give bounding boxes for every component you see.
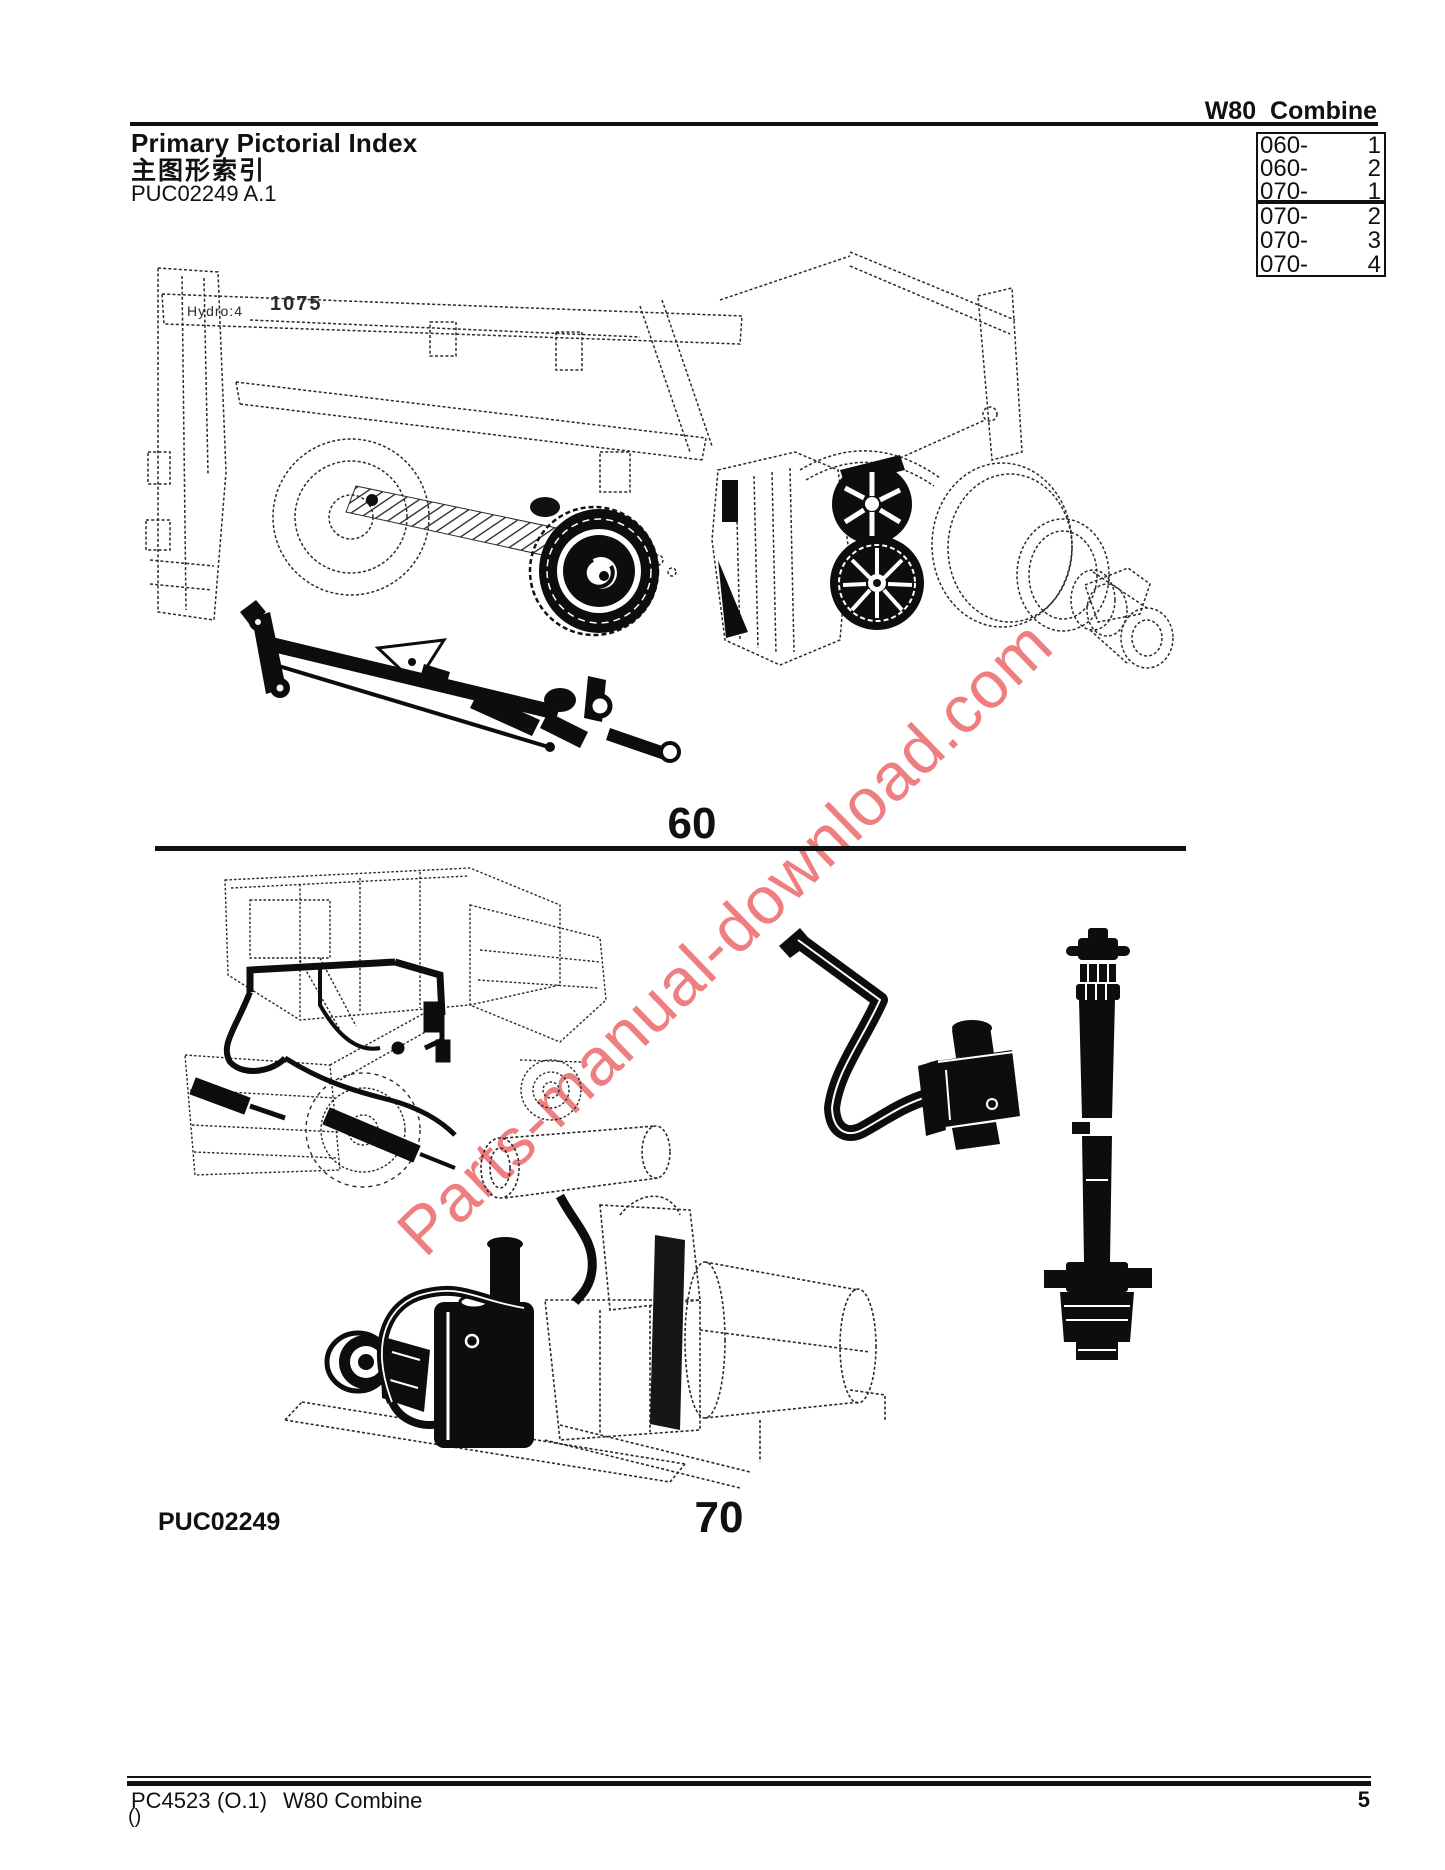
figure-70-illustration: PUC02249 70 — [158, 867, 1152, 1542]
figure-60-illustration: Hydro:4 1075 — [145, 251, 1174, 848]
sheet-number: 4 — [1367, 250, 1381, 278]
sheet-number: 1 — [1367, 132, 1381, 159]
section-divider-rule — [155, 846, 1186, 851]
final-drive-drawing — [711, 406, 1174, 669]
footer-revision: (O.1) — [217, 1788, 268, 1813]
figure-annotation: 1075 — [270, 293, 323, 315]
footer-note: () — [128, 1806, 142, 1828]
sheet-number: 2 — [1367, 155, 1381, 182]
index-row: 070- 4 — [1258, 252, 1384, 276]
section-code: 060- — [1260, 132, 1309, 159]
footer-rule-thin — [127, 1776, 1371, 1778]
footer-rule-thick — [127, 1781, 1371, 1786]
index-row: 070- 3 — [1258, 228, 1384, 252]
index-row: 060- 2 — [1258, 155, 1384, 182]
hydraulic-hoses-drawing — [189, 958, 457, 1170]
sheet-number: 3 — [1367, 226, 1381, 254]
section-code: 070- — [1260, 202, 1309, 230]
drive-shaft-drawing — [1044, 928, 1152, 1360]
figure-70-caption: PUC02249 — [158, 1508, 280, 1536]
figure-annotation: Hydro:4 — [187, 303, 243, 319]
wheel-drawing — [528, 505, 660, 637]
tie-rod-drawing — [240, 600, 681, 763]
footer-doc-number: PC4523 — [131, 1788, 211, 1813]
page-header-model: W80 Combine — [1204, 97, 1377, 125]
axle-frame-drawing — [145, 251, 1023, 621]
page-title-chinese: 主图形索引 — [131, 157, 267, 185]
index-row: 070- 1 — [1258, 178, 1384, 205]
footer-page-number: 5 — [1357, 1787, 1370, 1812]
figure-60-number: 60 — [668, 799, 717, 848]
sheet-number: 1 — [1367, 178, 1381, 205]
index-table-group-2: 070- 2 070- 3 070- 4 — [1256, 202, 1386, 277]
figure-70-number: 70 — [695, 1493, 744, 1542]
index-row: 060- 1 — [1258, 132, 1384, 159]
reference-code: PUC02249 A.1 — [131, 181, 277, 206]
section-code: 070- — [1260, 250, 1309, 278]
section-code: 070- — [1260, 178, 1309, 205]
index-row: 070- 2 — [1258, 204, 1384, 228]
section-code: 070- — [1260, 226, 1309, 254]
header-rule — [130, 122, 1378, 126]
section-code: 060- — [1260, 155, 1309, 182]
footer-model: W80 Combine — [283, 1788, 423, 1813]
page-title: Primary Pictorial Index — [131, 128, 418, 158]
sheet-number: 2 — [1367, 202, 1381, 230]
belt-pump-drawing — [779, 928, 1020, 1150]
engine-drawing — [284, 1125, 886, 1489]
index-table-group-1: 060- 1 060- 2 070- 1 — [1256, 132, 1386, 205]
